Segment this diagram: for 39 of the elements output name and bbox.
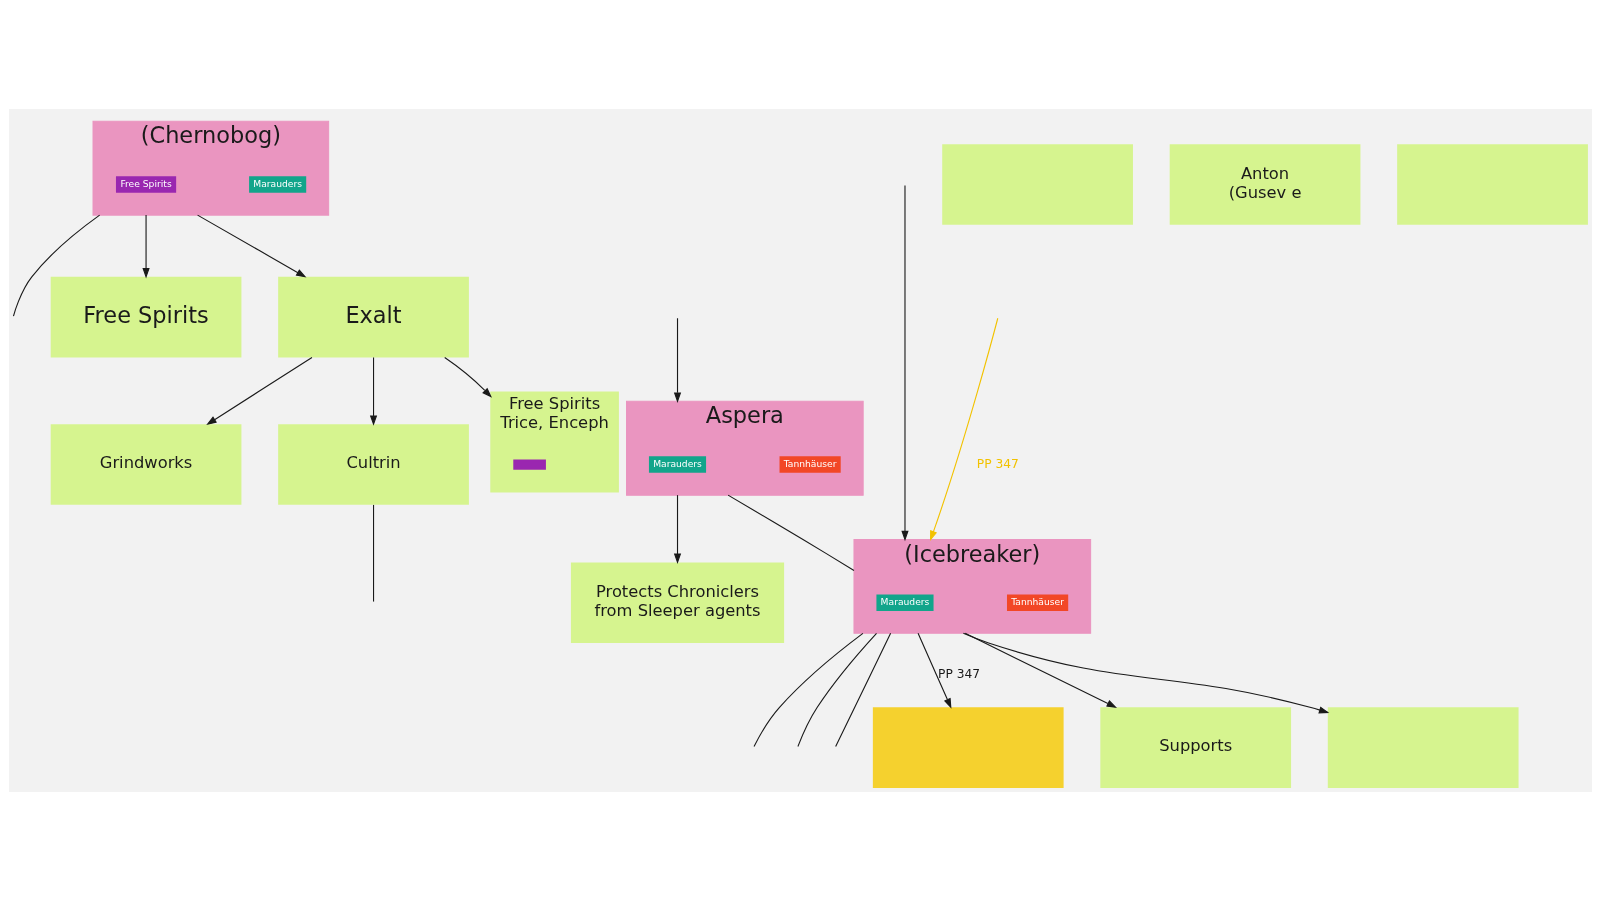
edge-label: PP 347 [937,666,980,681]
arrow [673,317,681,403]
node-box: Anton (Gusev e [1169,143,1360,225]
arrow [141,214,150,278]
connector [12,214,100,317]
connector [796,632,877,747]
node-box: Tannhäuser [1006,594,1068,611]
node-box [1396,143,1588,225]
edge-label: PP 347 [976,456,1019,471]
node-box: Exalt [277,276,469,357]
node-box: Supports [1099,706,1291,788]
node-box [872,706,1064,788]
node-box: Free Spirits [50,276,241,357]
connector [727,494,855,571]
arrow [673,494,681,564]
arrow [917,632,951,709]
node-box: Free Spirits [115,175,176,193]
node-box: Protects Chroniclers from Sleeper agents [570,561,784,643]
arrow [929,317,998,541]
node-box: Marauders [875,594,934,611]
cluster: Free Spirits Trice, Enceph [489,391,619,493]
connector [753,632,863,747]
arrow [369,356,377,426]
node-box: Marauders [248,175,306,193]
arrow [196,214,306,278]
arrow [900,184,909,541]
node-box: Tannhäuser [779,455,841,473]
arrow [443,356,492,398]
connector [834,632,891,747]
node-box: Cultrin [277,423,469,505]
connector [372,503,374,602]
node-bar [512,458,546,470]
arrow [964,632,1117,708]
node-box [941,143,1133,225]
arrow [962,632,1329,713]
arrow [205,356,313,425]
node-box: Marauders [648,455,706,473]
node-box: Grindworks [50,423,241,505]
node-box [1327,706,1519,788]
